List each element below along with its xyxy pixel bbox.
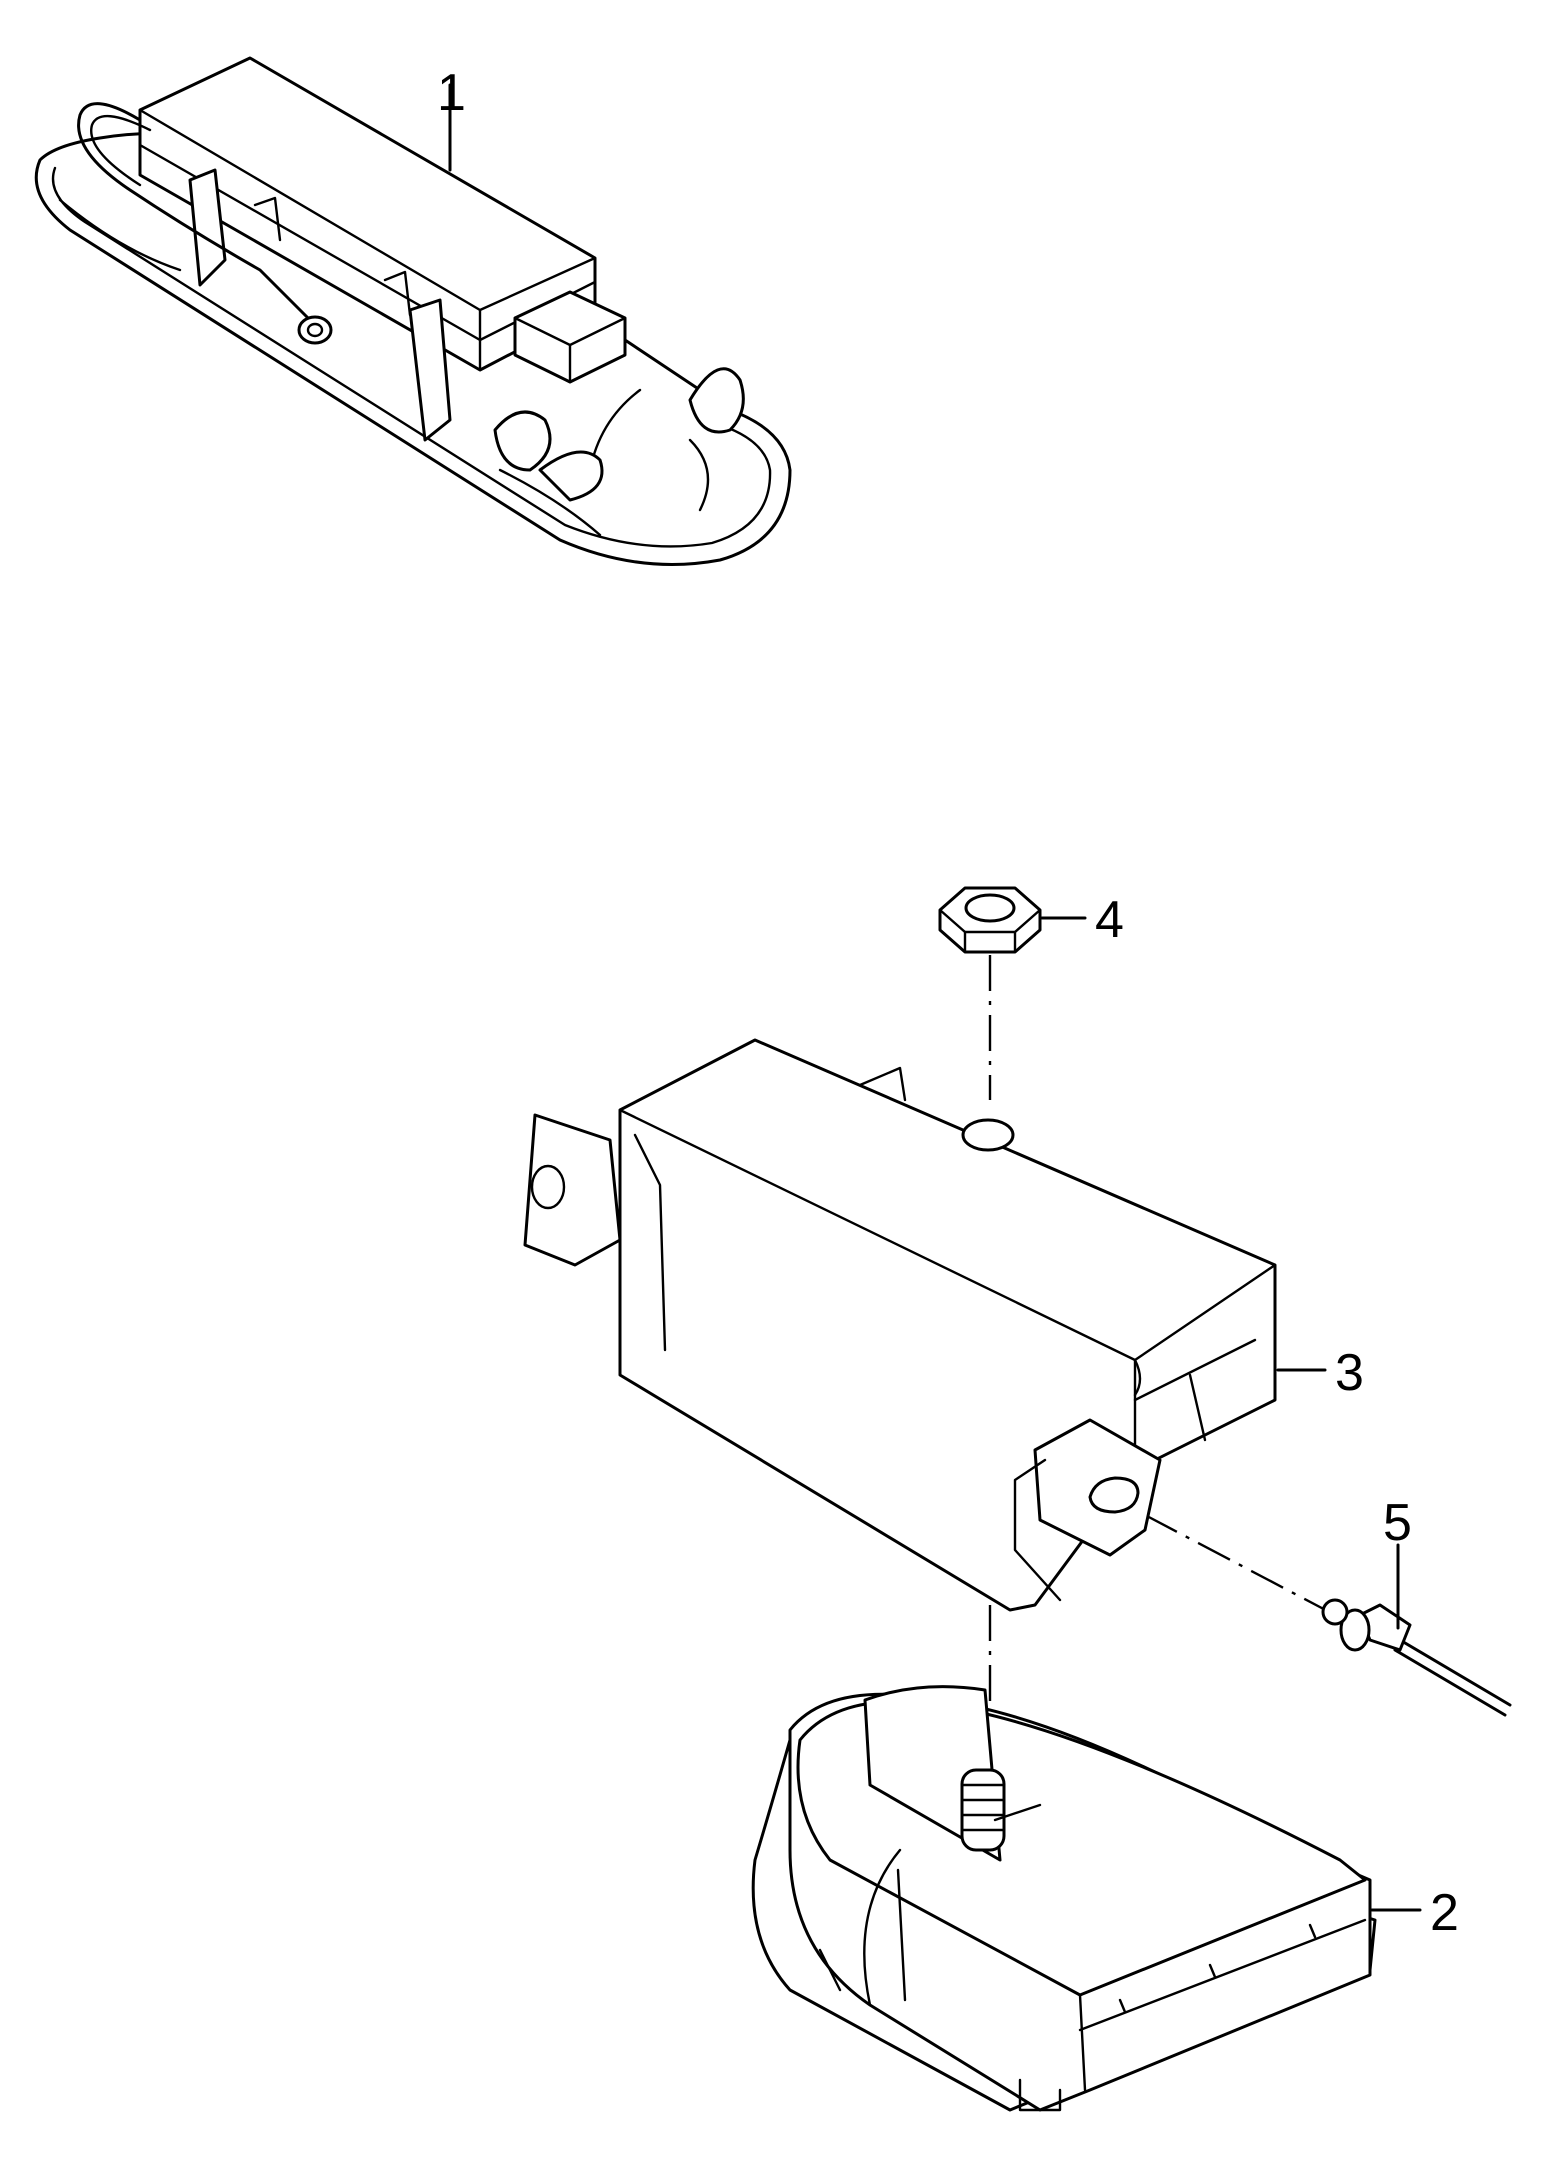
part-5-rivet — [1321, 1598, 1512, 1717]
callout-5: 5 — [1383, 1494, 1412, 1552]
callout-4: 4 — [1095, 891, 1124, 949]
callout-3: 3 — [1335, 1344, 1364, 1402]
part-4-nut — [938, 886, 1042, 954]
axis-rivet — [1144, 1513, 1336, 1617]
part-1-assembly — [34, 56, 792, 566]
part-2-horn — [751, 1685, 1377, 2112]
callout-1: 1 — [437, 64, 466, 122]
callout-2: 2 — [1430, 1884, 1459, 1942]
part-3-control-unit — [523, 1038, 1277, 1612]
